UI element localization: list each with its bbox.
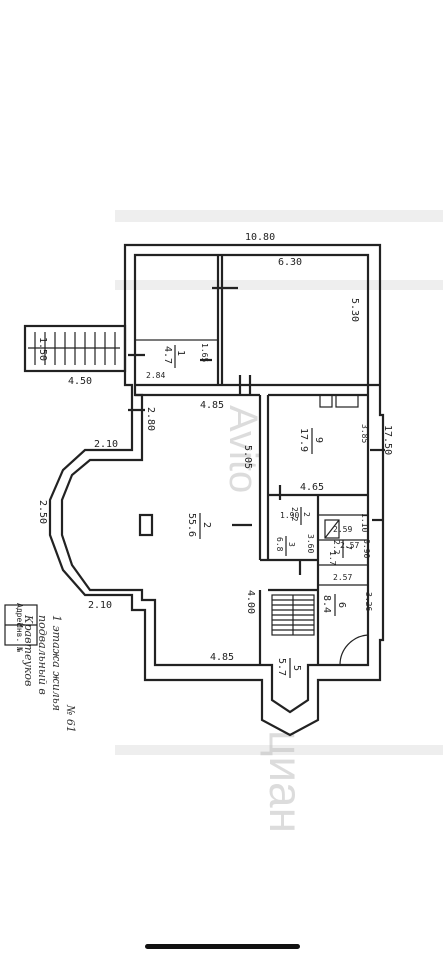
room-7-label: 7 2.2: [332, 540, 353, 558]
svg-text:5: 5: [291, 665, 302, 671]
dim-small1: 2.59: [333, 525, 352, 534]
dim-top-room-h: 5.30: [349, 298, 360, 322]
svg-text:Кравтеуков: Кравтеуков: [22, 614, 35, 686]
svg-text:1: 1: [175, 350, 186, 356]
dim-r6-h: 3.26: [364, 592, 373, 611]
room-2b-label: 2 2.2: [290, 507, 311, 525]
room-5-label: 5 5.7: [276, 658, 302, 678]
svg-text:подвальный в: подвальный в: [36, 615, 49, 695]
dim-right-total: 17.50: [382, 425, 393, 455]
watermark-avito: Avito: [221, 405, 265, 493]
dim-room1-w: 2.84: [146, 371, 165, 380]
dim-hall-h: 4.00: [245, 590, 256, 614]
home-indicator[interactable]: [145, 944, 300, 949]
room-9-label: 9 17.9: [298, 428, 324, 454]
dim-top-room-w: 6.30: [278, 257, 302, 268]
dim-bay-left: 2.80: [145, 407, 156, 431]
svg-text:6.8: 6.8: [275, 537, 284, 552]
svg-text:55.6: 55.6: [186, 513, 197, 537]
svg-text:№ 61: № 61: [64, 704, 77, 733]
dim-r3-h: 1.10: [360, 513, 369, 532]
svg-text:17.9: 17.9: [298, 428, 309, 452]
dim-bay-bottom: 2.10: [88, 600, 112, 611]
dim-r2-h: 0.90: [362, 539, 371, 558]
handwritten-caption: Кравтеуков подвальный в 1 этажа жилья № …: [22, 614, 77, 733]
dim-stair-w: 4.50: [68, 376, 92, 387]
dim-room9-h: 3.85: [360, 424, 369, 443]
dim-small2: 2.57: [340, 541, 359, 550]
dimensions: 10.80 6.30 5.30 17.50 4.50 1.50 2.84 1.6…: [37, 232, 393, 663]
svg-text:8.4: 8.4: [321, 595, 332, 613]
dim-room9-w: 4.65: [300, 482, 324, 493]
watermark-cian: циан: [260, 730, 312, 833]
svg-text:1 этажа жилья: 1 этажа жилья: [50, 615, 63, 711]
dim-corridor: 1.90: [280, 511, 299, 520]
dim-r7-h: 1.7: [328, 551, 337, 566]
room-3-label: 3 6.8: [275, 536, 296, 556]
svg-text:3: 3: [287, 542, 296, 547]
inner-stairs: [271, 594, 315, 636]
svg-text:7: 7: [344, 545, 353, 550]
svg-text:6: 6: [336, 602, 347, 608]
interior-walls: [134, 255, 380, 666]
watermark-lines: [115, 210, 443, 755]
dim-bay-side: 2.50: [37, 500, 48, 524]
svg-text:5.7: 5.7: [276, 658, 287, 676]
dim-room1-h: 1.65: [200, 343, 209, 362]
stamp-box: Адрес Инв. №: [4, 603, 38, 652]
door-marks: [128, 286, 385, 575]
room-2-label: 2 55.6: [186, 513, 212, 539]
svg-text:2.2: 2.2: [332, 540, 341, 555]
room-6-label: 6 8.4: [321, 594, 347, 616]
svg-text:2: 2: [302, 512, 311, 517]
svg-text:2.2: 2.2: [290, 507, 299, 522]
dim-stair-h: 1.50: [37, 337, 48, 361]
dim-room2-h: 5.05: [242, 445, 253, 469]
svg-text:2: 2: [201, 522, 212, 528]
dim-hall-bottom: 4.85: [210, 652, 234, 663]
dim-bay-top: 2.10: [94, 439, 118, 450]
dim-small3: 2.57: [333, 573, 352, 582]
dim-mid-top: 4.85: [200, 400, 224, 411]
svg-text:Адрес: Адрес: [15, 603, 24, 627]
outer-stairs: [23, 324, 127, 373]
room-1-label: 1 4.7: [162, 345, 186, 368]
dim-total-width: 10.80: [245, 232, 275, 243]
outer-walls: [48, 243, 385, 737]
svg-text:9: 9: [313, 437, 324, 443]
room-labels: 1 4.7 2 55.6 9 17.9 3 6.8 2 2.2 7 2.2: [162, 345, 353, 678]
svg-text:Инв. №: Инв. №: [15, 623, 24, 652]
svg-text:4.7: 4.7: [162, 346, 173, 364]
dim-r3-w: 3.60: [306, 534, 315, 553]
